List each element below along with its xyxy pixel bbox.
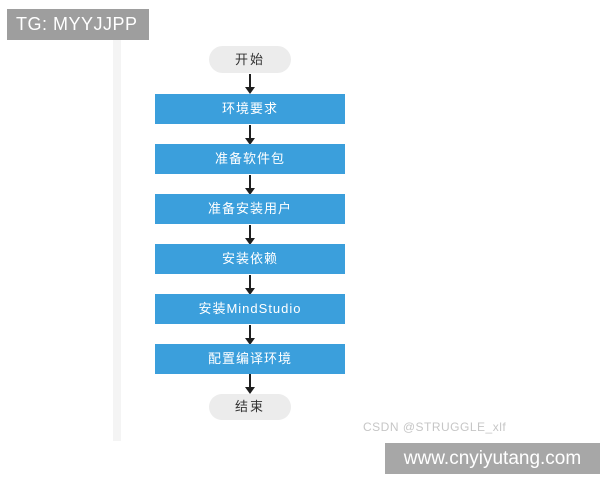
flow-step-prepare-install-user: 准备安装用户 [155,194,345,224]
csdn-watermark: CSDN @STRUGGLE_xlf [363,420,507,434]
down-arrow [245,74,255,94]
flow-step-environment-requirements: 环境要求 [155,94,345,124]
down-arrow [245,275,255,295]
flow-start-node: 开始 [209,46,291,73]
down-arrow [245,374,255,394]
tg-banner: TG: MYYJJPP [7,9,149,40]
flow-step-install-dependencies: 安装依赖 [155,244,345,274]
flow-step-install-mindstudio: 安装MindStudio [155,294,345,324]
flow-step-prepare-software-package: 准备软件包 [155,144,345,174]
page-gutter-line [113,39,121,441]
down-arrow [245,325,255,345]
down-arrow [245,175,255,195]
down-arrow [245,225,255,245]
flow-end-node: 结束 [209,394,291,420]
flow-step-configure-compile-environment: 配置编译环境 [155,344,345,374]
website-banner: www.cnyiyutang.com [385,443,600,474]
down-arrow [245,125,255,145]
